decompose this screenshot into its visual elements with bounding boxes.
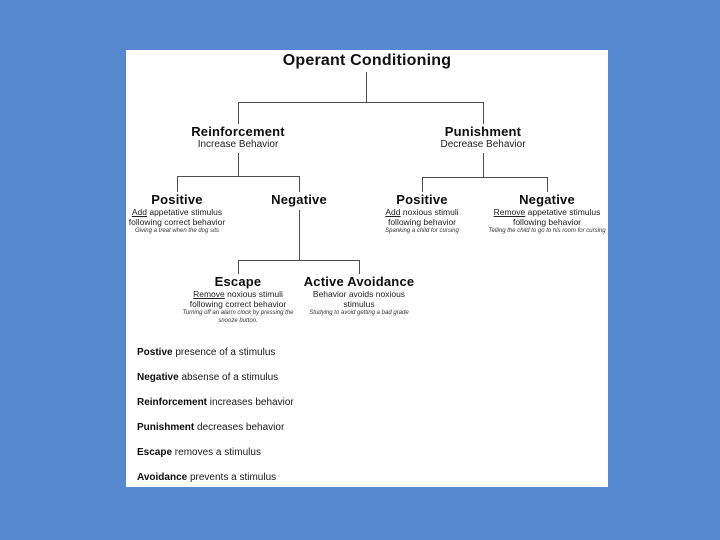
node-label: Escape	[214, 274, 262, 289]
node-punishment-positive: Positive Add noxious stimuli following b…	[385, 192, 459, 236]
node-label: Active Avoidance	[303, 274, 415, 289]
node-example: Studying to avoid getting a bad grade	[309, 310, 409, 316]
node-example: Giving a treat when the dog sits	[134, 228, 220, 234]
node-reinforcement-negative: Negative	[271, 192, 327, 207]
node-description: Remove noxious stimuli	[179, 289, 297, 299]
diagram-panel: Operant Conditioning Reinforcement Incre…	[126, 50, 608, 487]
node-description: Behavior avoids noxious stimulus	[312, 289, 406, 309]
definition-text: absense of a stimulus	[178, 372, 279, 383]
node-label: Positive	[396, 192, 448, 207]
connector-line	[177, 176, 300, 177]
definition-text: presence of a stimulus	[172, 347, 276, 358]
node-description: following correct behavior	[189, 299, 287, 309]
node-label: Negative	[271, 192, 327, 207]
definition-term: Avoidance	[137, 472, 188, 483]
definition-text: prevents a stimulus	[187, 472, 277, 483]
node-example: Spanking a child for cursing	[385, 228, 459, 234]
definition-term: Negative	[137, 372, 179, 383]
keyword-underlined: Add	[131, 207, 147, 217]
connector-line	[366, 72, 367, 102]
definition-term: Reinforcement	[137, 397, 208, 408]
node-reinforcement-positive: Positive Add appetative stimulus followi…	[129, 192, 225, 236]
definition-term: Punishment	[137, 422, 195, 433]
definition-item: Reinforcement increases behavior	[137, 397, 294, 408]
node-label: Reinforcement	[191, 124, 285, 139]
definition-text: increases behavior	[207, 397, 294, 408]
node-description: Add appetative stimulus	[129, 207, 225, 217]
node-subtitle: Decrease Behavior	[440, 139, 526, 150]
description-text: noxious stimuli	[224, 289, 283, 299]
description-text: noxious stimuli	[400, 207, 459, 217]
keyword-underlined: Remove	[193, 289, 225, 299]
node-escape: Escape Remove noxious stimuli following …	[179, 274, 297, 325]
description-text: appetative stimulus	[525, 207, 601, 217]
node-description: following behavior	[512, 217, 582, 227]
node-example: Turning off an alarm clock by pressing t…	[182, 310, 294, 324]
definition-item: Negative absense of a stimulus	[137, 372, 294, 383]
node-description: Remove appetative stimulus	[488, 207, 605, 217]
node-example: Telling the child to go to his room for …	[488, 228, 606, 234]
connector-line	[238, 153, 239, 176]
node-active-avoidance: Active Avoidance Behavior avoids noxious…	[304, 274, 415, 318]
keyword-underlined: Remove	[493, 207, 526, 217]
diagram-title: Operant Conditioning	[282, 52, 452, 69]
connector-line	[359, 260, 360, 274]
node-label: Negative	[519, 192, 575, 207]
node-description: following correct behavior	[128, 217, 226, 227]
node-description: following behavior	[387, 217, 457, 227]
connector-line	[177, 176, 178, 192]
definitions-list: Postive presence of a stimulus Negative …	[137, 347, 294, 487]
node-punishment: Punishment Decrease Behavior	[440, 124, 525, 151]
node-label: Positive	[151, 192, 203, 207]
connector-line	[547, 177, 548, 192]
definition-item: Escape removes a stimulus	[137, 447, 294, 458]
connector-line	[238, 102, 484, 103]
node-description: Add noxious stimuli	[385, 207, 459, 217]
connector-line	[422, 177, 548, 178]
connector-line	[299, 210, 300, 260]
node-punishment-negative: Negative Remove appetative stimulus foll…	[488, 192, 605, 236]
node-label: Punishment	[444, 124, 522, 139]
connector-line	[483, 153, 484, 177]
definition-item: Avoidance prevents a stimulus	[137, 472, 294, 483]
connector-line	[299, 176, 300, 192]
definition-text: decreases behavior	[194, 422, 285, 433]
connector-line	[483, 102, 484, 124]
node-reinforcement: Reinforcement Increase Behavior	[191, 124, 285, 151]
connector-line	[238, 260, 239, 274]
description-text: appetative stimulus	[146, 207, 223, 217]
definition-term: Escape	[137, 447, 173, 458]
keyword-underlined: Add	[385, 207, 401, 217]
definition-item: Punishment decreases behavior	[137, 422, 294, 433]
connector-line	[238, 260, 360, 261]
connector-line	[422, 177, 423, 192]
definition-item: Postive presence of a stimulus	[137, 347, 294, 358]
node-subtitle: Increase Behavior	[197, 139, 279, 150]
definition-text: removes a stimulus	[172, 447, 261, 458]
definition-term: Postive	[137, 347, 173, 358]
connector-line	[238, 102, 239, 124]
